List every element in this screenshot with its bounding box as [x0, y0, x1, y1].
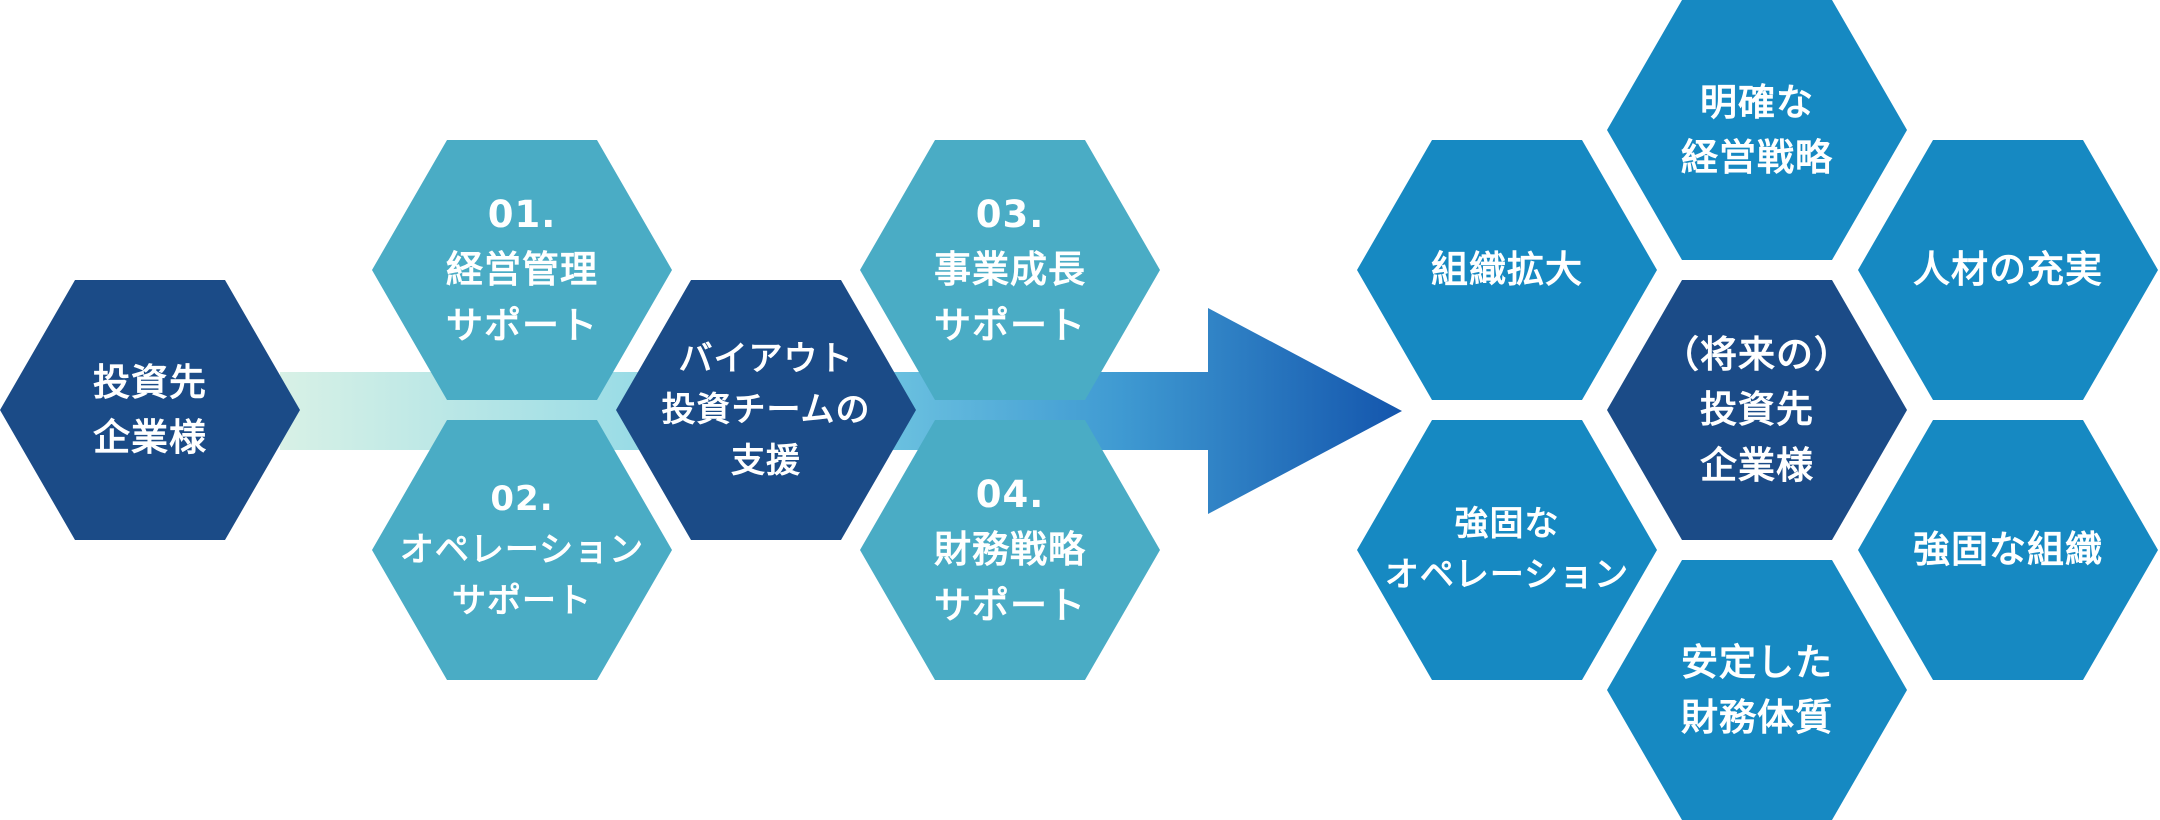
hex-support-02-number: 02. [490, 478, 554, 519]
hex-support-01-title: 経営管理 [446, 248, 598, 292]
hex-clear-strategy-line-1: 明確な [1700, 80, 1814, 124]
hex-investee-line-1: 投資先 [93, 360, 207, 404]
hex-strong-organization-line-1: 強固な組織 [1913, 528, 2103, 572]
hex-clear-strategy-line-2: 経営戦略 [1681, 136, 1833, 179]
flow-arrow-head [1208, 308, 1402, 514]
hex-stable-finance-line-2: 財務体質 [1681, 696, 1833, 739]
hex-support-04-number: 04. [975, 472, 1045, 516]
hex-future-investee-line-1: （将来の） [1662, 332, 1852, 376]
hex-support-01-subtitle: サポート [446, 303, 598, 347]
hex-talent-line-1: 人材の充実 [1913, 248, 2103, 292]
hex-support-02-title: オペレーション [399, 529, 645, 570]
hex-support-03-title: 事業成長 [934, 248, 1086, 292]
hex-future-investee: （将来の） 投資先 企業様 [1607, 280, 1907, 540]
hex-support-04-title: 財務戦略 [934, 528, 1086, 572]
hex-buyout-team-line-1: バイアウト [678, 338, 854, 379]
hex-organization-expansion-line-1: 組織拡大 [1431, 248, 1583, 292]
hex-investee-line-2: 企業様 [93, 416, 207, 459]
hex-buyout-team-line-2: 投資チームの [661, 389, 871, 430]
hex-support-02-subtitle: サポート [452, 580, 592, 621]
hex-strong-operation-line-1: 強固な [1454, 504, 1560, 544]
hex-support-03-number: 03. [975, 192, 1045, 236]
hex-support-02: 02. オペレーション サポート [372, 420, 672, 680]
hex-support-03-subtitle: サポート [934, 303, 1086, 347]
hex-stable-finance-line-1: 安定した [1681, 640, 1833, 684]
hex-buyout-team: バイアウト 投資チームの 支援 [616, 280, 916, 540]
hex-investee: 投資先 企業様 [0, 280, 300, 540]
hex-strong-operation-line-2: オペレーション [1384, 555, 1630, 595]
hex-support-04-subtitle: サポート [934, 583, 1086, 627]
hex-future-investee-line-3: 企業様 [1700, 443, 1814, 487]
hex-support-01-number: 01. [487, 192, 557, 236]
hex-future-investee-line-2: 投資先 [1700, 388, 1814, 432]
hex-buyout-team-line-3: 支援 [731, 440, 801, 481]
